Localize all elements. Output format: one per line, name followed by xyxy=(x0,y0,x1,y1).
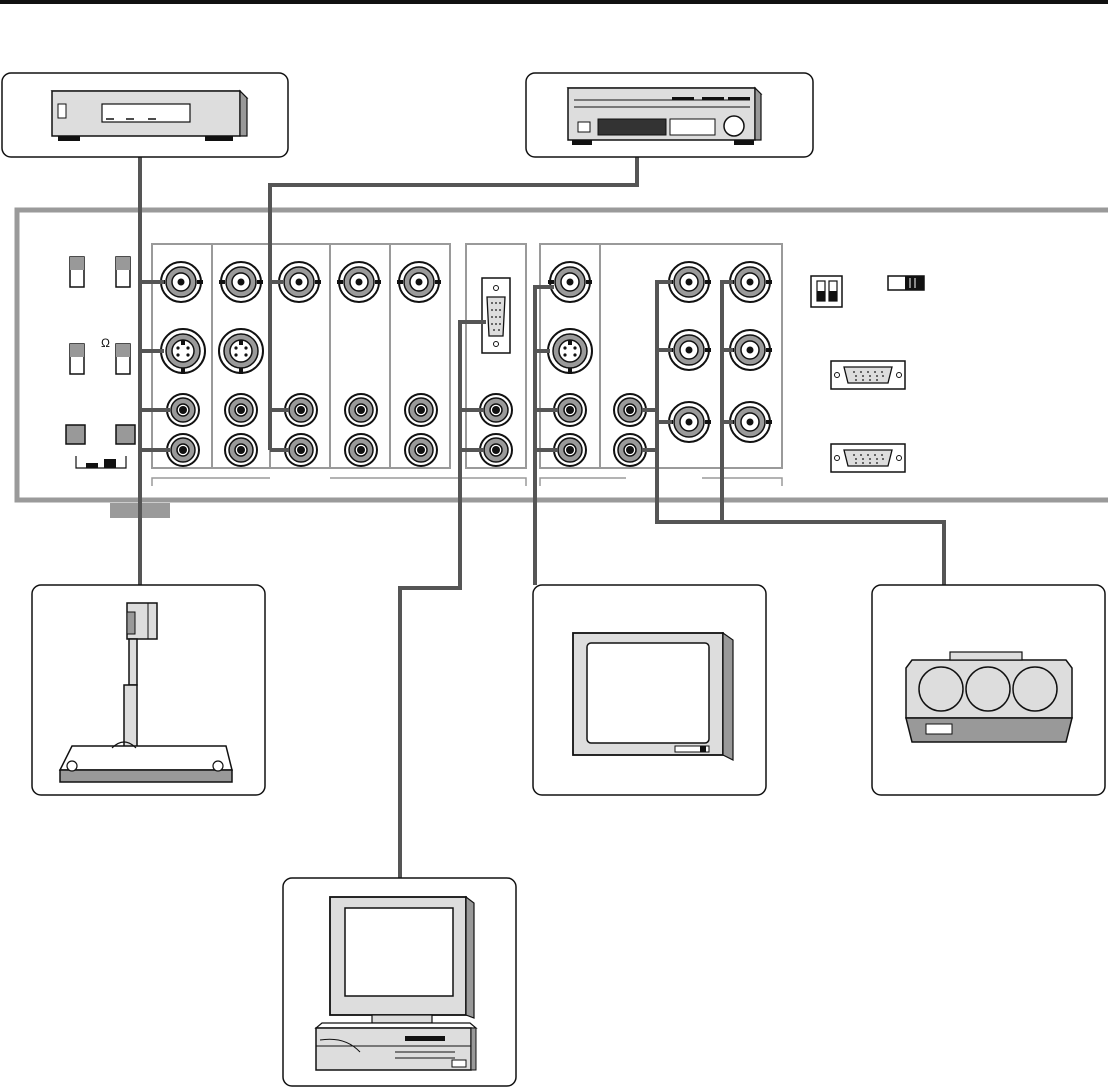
rear-panel: Ω xyxy=(17,210,1108,518)
bnc-output-r2[interactable] xyxy=(728,262,772,302)
svideo-output[interactable] xyxy=(548,329,592,374)
bnc-input-3[interactable] xyxy=(277,262,321,302)
rca-audio-input-3r[interactable] xyxy=(285,434,317,466)
bnc-output-r[interactable] xyxy=(667,262,711,302)
crt-projector-icon xyxy=(906,652,1072,742)
vcr-icon xyxy=(52,91,247,141)
rca-audio-input-5l[interactable] xyxy=(405,394,437,426)
rca-audio-output-1r[interactable] xyxy=(554,434,586,466)
rca-audio-output-2l[interactable] xyxy=(614,394,646,426)
crt-monitor-icon xyxy=(573,633,733,760)
rca-audio-input-1l[interactable] xyxy=(167,394,199,426)
rca-audio-input-5r[interactable] xyxy=(405,434,437,466)
rca-audio-input-4r[interactable] xyxy=(345,434,377,466)
rca-audio-input-rgb-r[interactable] xyxy=(480,434,512,466)
monitor-box xyxy=(533,585,766,795)
bnc-output-b[interactable] xyxy=(667,402,711,442)
document-camera-box xyxy=(32,585,265,795)
rca-audio-input-2l[interactable] xyxy=(225,394,257,426)
bnc-output-g2[interactable] xyxy=(728,330,772,370)
rca-audio-input-rgb-l[interactable] xyxy=(480,394,512,426)
receiver-icon xyxy=(568,88,761,145)
desktop-computer-icon xyxy=(316,897,476,1070)
rca-audio-input-3l[interactable] xyxy=(285,394,317,426)
dip-switch[interactable] xyxy=(811,276,842,307)
vcr-box xyxy=(2,73,288,157)
bnc-input-1[interactable] xyxy=(159,262,203,302)
rca-audio-output-2r[interactable] xyxy=(614,434,646,466)
dsub-rgb-output[interactable] xyxy=(831,444,905,472)
receiver-box xyxy=(526,73,813,157)
svideo-input-1[interactable] xyxy=(161,329,205,374)
slide-switch[interactable] xyxy=(888,276,924,290)
svideo-input-2[interactable] xyxy=(219,329,263,374)
bnc-input-2[interactable] xyxy=(219,262,263,302)
projector-box xyxy=(872,585,1105,795)
dsub-monitor-output[interactable] xyxy=(831,361,905,389)
ohm-label: Ω xyxy=(101,336,110,350)
rca-audio-input-2r[interactable] xyxy=(225,434,257,466)
top-rule xyxy=(0,0,1108,4)
bnc-output-g[interactable] xyxy=(667,330,711,370)
bnc-output-video[interactable] xyxy=(548,262,592,302)
computer-box xyxy=(283,878,516,1086)
bnc-output-b2[interactable] xyxy=(728,402,772,442)
bnc-input-4[interactable] xyxy=(337,262,381,302)
rca-audio-input-1r[interactable] xyxy=(167,434,199,466)
rca-audio-input-4l[interactable] xyxy=(345,394,377,426)
bnc-input-5[interactable] xyxy=(397,262,441,302)
dsub-rgb-input[interactable] xyxy=(482,278,510,353)
rca-audio-output-1l[interactable] xyxy=(554,394,586,426)
